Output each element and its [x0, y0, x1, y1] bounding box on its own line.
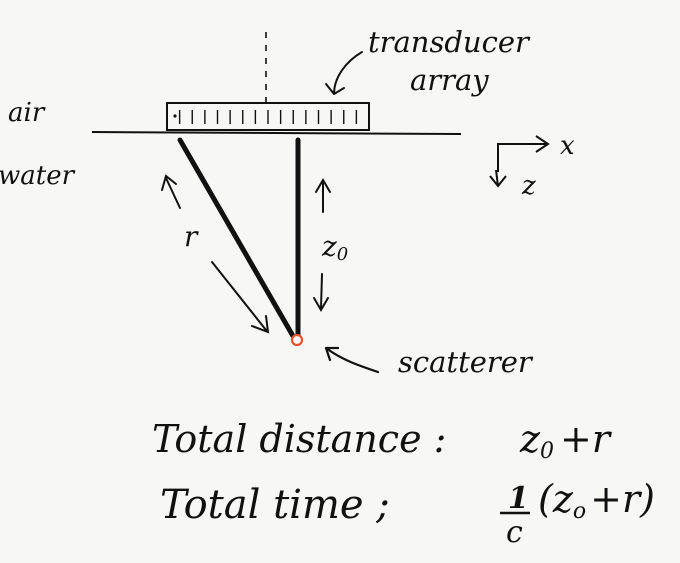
air-label: air — [8, 98, 46, 128]
axis-x-label: x — [560, 131, 575, 161]
scatterer-label: scatterer — [398, 345, 534, 379]
axis-z-label: z — [521, 171, 536, 201]
z0-down-arrow — [313, 273, 329, 312]
array-pointer-arrow — [325, 51, 363, 95]
air-water-interface — [91, 131, 462, 135]
transducer-array-icon — [166, 102, 370, 131]
time-fraction-denominator: c — [506, 515, 523, 550]
z0-label: z0 — [321, 230, 348, 265]
scatterer-dot-icon — [290, 333, 304, 347]
scatterer-pointer-arrow — [324, 346, 380, 374]
r-up-arrow — [161, 174, 181, 209]
r-label: r — [184, 220, 199, 253]
total-distance-label: Total distance : — [152, 417, 446, 461]
time-fraction-numerator: 1 — [508, 481, 529, 516]
z0-up-arrow — [315, 178, 331, 213]
water-label: water — [0, 161, 76, 191]
total-time-label: Total time ; — [160, 482, 390, 528]
total-time-expression: (zo+r) — [538, 477, 655, 524]
axes-icon — [489, 135, 550, 188]
transducer-label: transducer — [368, 25, 531, 59]
slant-path-line — [177, 137, 296, 339]
total-distance-expression: z0+r — [519, 417, 613, 464]
array-label: array — [410, 63, 489, 97]
r-down-arrow — [211, 261, 270, 334]
